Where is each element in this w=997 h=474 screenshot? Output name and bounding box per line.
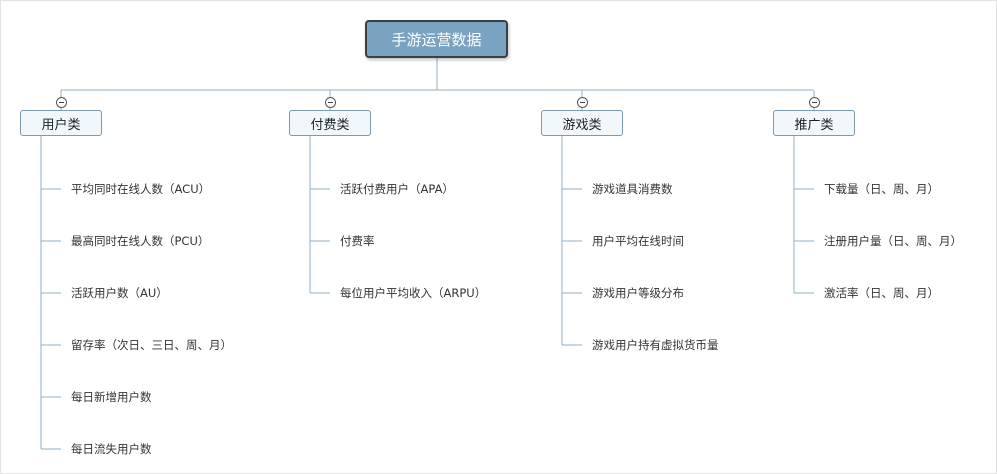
metric-item[interactable]: 活跃用户数（AU） — [71, 286, 168, 300]
metric-item[interactable]: 留存率（次日、三日、周、月） — [71, 338, 232, 352]
metric-item[interactable]: 下载量（日、周、月） — [824, 182, 939, 196]
metric-item[interactable]: 每日新增用户数 — [71, 390, 152, 404]
category-node[interactable]: 用户类 — [20, 110, 102, 136]
collapse-toggle-icon[interactable] — [324, 97, 336, 108]
metric-item[interactable]: 激活率（日、周、月） — [824, 286, 939, 300]
category-label: 付费类 — [310, 117, 350, 133]
category-node[interactable]: 游戏类 — [541, 110, 623, 136]
category-node[interactable]: 付费类 — [289, 110, 371, 136]
collapse-toggle-icon[interactable] — [808, 97, 820, 108]
metric-item[interactable]: 每日流失用户数 — [71, 442, 152, 456]
metric-item[interactable]: 最高同时在线人数（PCU） — [71, 234, 210, 248]
metric-item[interactable]: 每位用户平均收入（ARPU） — [340, 286, 487, 300]
metric-item[interactable]: 用户平均在线时间 — [592, 234, 684, 248]
root-node[interactable]: 手游运营数据 — [365, 20, 508, 58]
collapse-toggle-icon[interactable] — [576, 97, 588, 108]
category-label: 推广类 — [794, 117, 834, 133]
collapse-toggle-icon[interactable] — [55, 97, 67, 108]
category-label: 用户类 — [41, 117, 81, 133]
metric-item[interactable]: 游戏道具消费数 — [592, 182, 673, 196]
root-title: 手游运营数据 — [391, 30, 482, 49]
category-label: 游戏类 — [562, 117, 602, 133]
metric-item[interactable]: 游戏用户等级分布 — [592, 286, 684, 300]
metric-item[interactable]: 平均同时在线人数（ACU） — [71, 182, 211, 196]
metric-item[interactable]: 注册用户量（日、周、月） — [824, 234, 962, 248]
category-node[interactable]: 推广类 — [773, 110, 855, 136]
metric-item[interactable]: 活跃付费用户（APA） — [340, 182, 454, 196]
metric-item[interactable]: 付费率 — [340, 234, 375, 248]
metric-item[interactable]: 游戏用户持有虚拟货币量 — [592, 338, 719, 352]
